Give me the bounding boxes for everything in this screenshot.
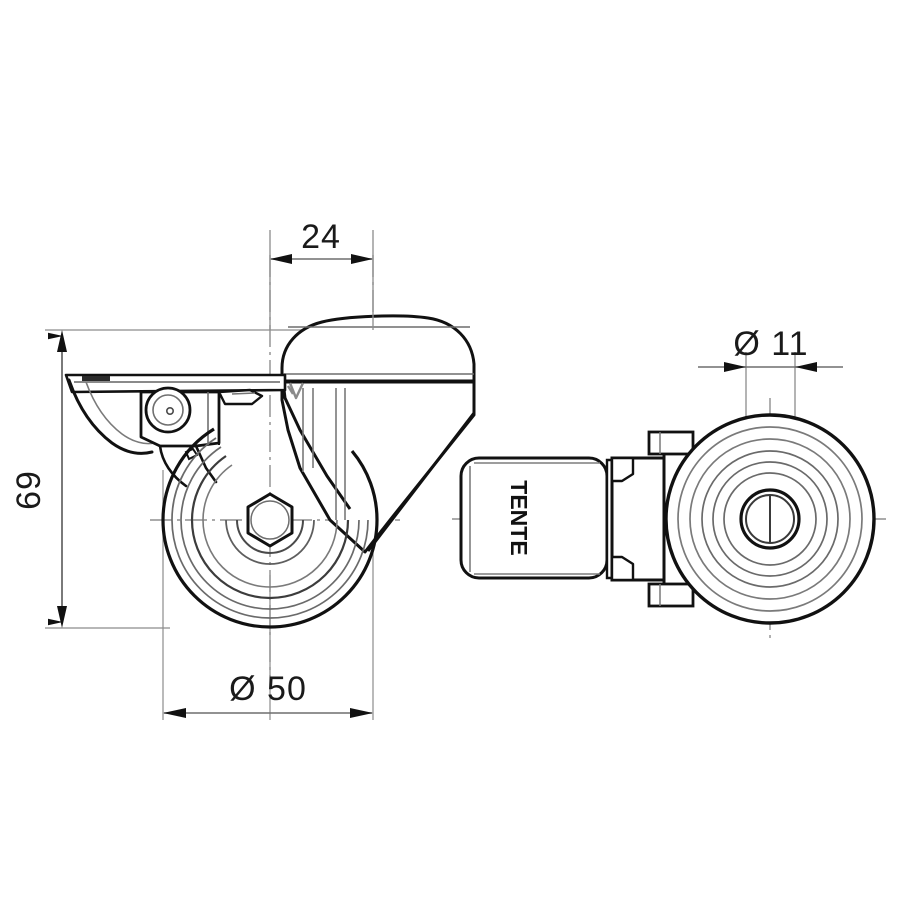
brake-lever-arm-inner — [85, 381, 155, 445]
brake-lever-arm-outer[interactable] — [67, 378, 154, 455]
wheel-rim-outer-arc — [190, 519, 350, 600]
wheel-side-view — [161, 427, 379, 629]
fork-right-diagonal — [366, 381, 476, 552]
fork-silhouette — [281, 379, 476, 552]
wheel-outer-upper-right-arc — [350, 449, 379, 521]
brake-pedal-grip-mark — [82, 376, 110, 381]
brake-shoe-left — [158, 444, 188, 488]
wheel-tread-circle-1 — [677, 426, 863, 612]
hex-bolt-head-top — [647, 430, 695, 456]
swivel-housing-top-cap — [280, 314, 476, 384]
dia11-dimension-label: Ø 11 — [733, 325, 808, 363]
wheel-front-view — [664, 413, 876, 625]
brake-detent-tongue — [217, 388, 264, 406]
housing-collar-notch-bottom — [610, 555, 635, 582]
notch-vee — [288, 382, 305, 400]
wheel-hub-flange-arc — [225, 519, 315, 565]
brake-lever-assembly[interactable] — [64, 373, 287, 488]
fork-inner-ribs — [302, 388, 346, 520]
height-arrow-top — [57, 330, 67, 352]
wheel-outer-upper-left-arc — [161, 427, 215, 521]
wheel-tread-circle-2 — [689, 438, 851, 600]
wheel-rim-inner-arc — [202, 519, 338, 588]
cap-dome-outline — [280, 314, 476, 384]
dia50-arrow-left — [163, 708, 186, 718]
brake-pedal-front[interactable]: TENTE — [459, 456, 609, 580]
axle-nut-inner-circle — [250, 500, 290, 540]
wheel-tread-line-2b — [180, 446, 222, 521]
offset-arrow-left — [270, 254, 292, 264]
dia11-arrow-right — [795, 362, 817, 372]
dia50-arrow-right — [350, 708, 373, 718]
wheel-tread-line-1 — [171, 519, 369, 619]
wheel-tread-line-2 — [180, 519, 360, 610]
offset-dimension-label: 24 — [301, 218, 341, 256]
dimension-wheel-diameter: Ø 50 — [163, 670, 373, 718]
housing-collar-notch-top — [610, 456, 635, 483]
wheel-rim-inner-arc-b — [202, 464, 233, 521]
tente-brand-logo: TENTE — [506, 480, 532, 555]
dimension-overall-height: 69 — [10, 330, 67, 628]
brake-pivot-inner-circle — [152, 394, 184, 426]
height-dimension-label: 69 — [10, 470, 48, 510]
dimension-mounting-offset: 24 — [269, 218, 374, 330]
wheel-rim-outer-arc-b — [190, 455, 227, 521]
side-elevation-view — [45, 255, 476, 720]
notch-tick — [286, 385, 295, 395]
brake-pedal-body[interactable] — [459, 456, 609, 580]
hex-bolt-head-bottom — [647, 582, 695, 608]
height-arrow-bottom — [57, 606, 67, 628]
brake-detent-line — [231, 392, 256, 395]
dia50-dimension-label: Ø 50 — [229, 670, 307, 708]
wheel-tread-line-1b — [171, 437, 217, 521]
axle-hex-nut — [246, 492, 294, 548]
fork-shoulder-notch — [286, 382, 305, 400]
wheel-hub-circle-outer — [723, 472, 817, 566]
wheel-rim-circle-1 — [701, 450, 839, 588]
brake-shoe-right — [194, 444, 218, 484]
wheel-rim-circle-2 — [712, 461, 828, 577]
wheel-outer-tread-arc — [161, 519, 379, 629]
offset-arrow-right — [351, 254, 373, 264]
wheel-hub-arc — [236, 519, 304, 555]
dia11-arrow-left — [724, 362, 746, 372]
front-elevation-view: TENTE — [452, 352, 886, 640]
fork-left-diagonal — [281, 380, 352, 510]
cap-inner-lines — [283, 326, 474, 375]
dimension-bore-diameter: Ø 11 — [698, 325, 843, 372]
brake-pivot-pin — [166, 406, 175, 415]
